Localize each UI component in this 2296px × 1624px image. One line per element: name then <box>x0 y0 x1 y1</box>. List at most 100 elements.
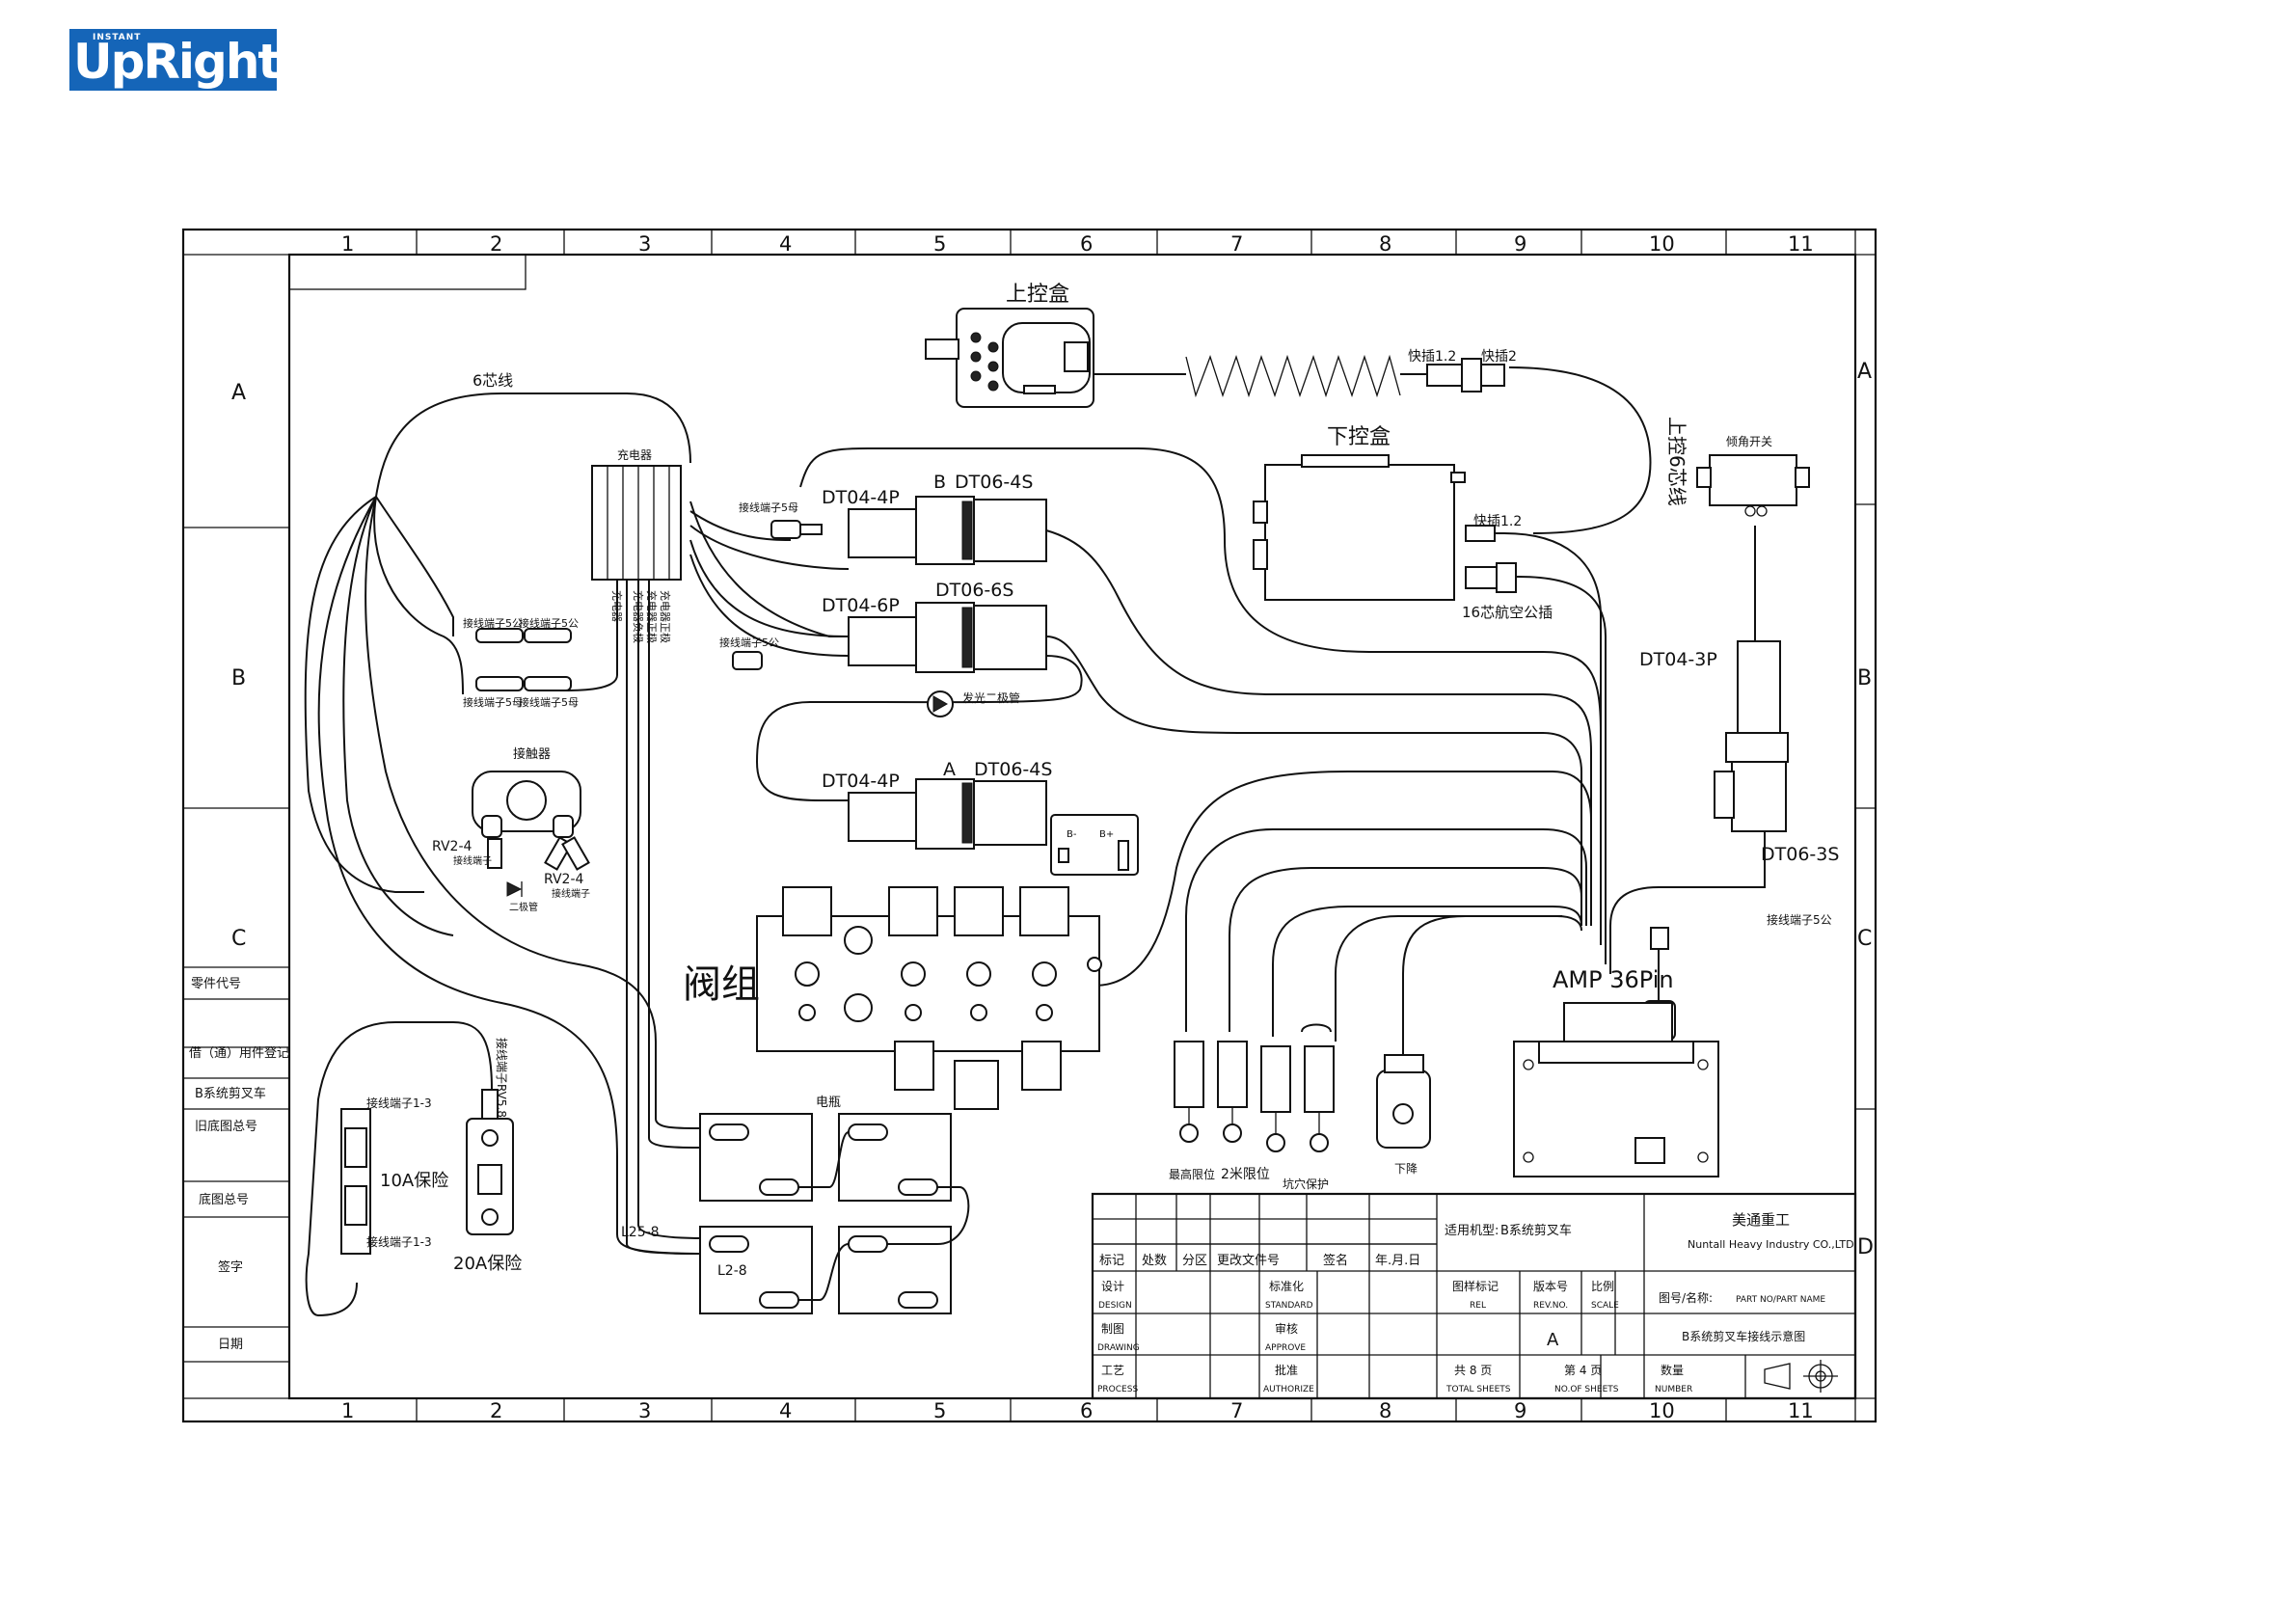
battery-label: 电瓶 <box>816 1096 841 1110</box>
quick-plug-2-label: 快插2 <box>1481 349 1517 365</box>
title-block: 适用机型: B系统剪叉车 美通重工 Nuntall Heavy Industry… <box>1091 1192 1857 1400</box>
col-label: 8 <box>1379 232 1391 256</box>
lower-control-box-label: 下控盒 <box>1327 425 1391 449</box>
limit-2-label: 2米限位 <box>1221 1167 1270 1182</box>
col-label: 6 <box>1080 1399 1093 1422</box>
dt06-3s-label: DT06-3S <box>1761 844 1839 865</box>
number-cn: 数量 <box>1661 1363 1684 1377</box>
dt04-4p-b-label: DT04-4P <box>822 487 900 508</box>
terminal-label: 接线端子5公 <box>719 636 779 649</box>
aviation-plug-label: 16芯航空公插 <box>1462 604 1553 621</box>
col-label: 11 <box>1788 232 1814 256</box>
row-label: B <box>231 666 246 690</box>
rel-en: REL <box>1470 1301 1486 1311</box>
tilt-switch-label: 倾角开关 <box>1726 435 1772 448</box>
quick-plug-1-2-label-b: 快插1.2 <box>1473 514 1522 529</box>
authorize-en: AUTHORIZE <box>1263 1385 1314 1394</box>
scale-en: SCALE <box>1591 1301 1619 1311</box>
rev-header: 分区 <box>1182 1254 1207 1268</box>
drawing-en: DRAWING <box>1097 1343 1140 1353</box>
lower-control-box: 下控盒 快插1.2 16芯航空公插 <box>1253 425 1553 621</box>
terminal-label: 接线端子5公 <box>519 616 579 630</box>
left-record-table: 零件代号 借（通）用件登记 B系统剪叉车 旧底图总号 底图总号 签字 日期 <box>183 966 289 1363</box>
diode-label: 二极管 <box>509 901 538 913</box>
row-label: D <box>1857 1235 1874 1259</box>
rev-header: 年.月.日 <box>1375 1254 1420 1268</box>
dt06-6s-label: DT06-6S <box>935 580 1013 601</box>
terminal-5-right-label: 接线端子5公 <box>1767 912 1832 927</box>
col-label: 10 <box>1649 232 1675 256</box>
projection-symbol-icon <box>1764 1360 1838 1393</box>
part-no-en: PART NO/PART NAME <box>1736 1295 1825 1305</box>
led-label: 发光二极管 <box>962 690 1020 705</box>
tilt-switch: 倾角开关 <box>1696 435 1810 517</box>
col-label: 7 <box>1230 1399 1243 1422</box>
valve-group: 阀组 <box>683 886 1102 1110</box>
lower-lamp: 下降 <box>1376 1054 1431 1176</box>
terminal-label: 接线端子5公 <box>463 616 523 630</box>
l28-label: L2-8 <box>717 1263 747 1279</box>
b-plus-label: B+ <box>1099 829 1114 840</box>
col-label: 4 <box>779 1399 792 1422</box>
standard-en: STANDARD <box>1265 1301 1313 1311</box>
connector-6p-pair: DT04-6P DT06-6S <box>822 580 1047 673</box>
upper-six-wire-label: 上控6芯线 <box>1665 417 1688 506</box>
charger-wire-label-c: 充电器正极 <box>645 590 659 643</box>
lower-lamp-label: 下降 <box>1394 1162 1418 1176</box>
col-label: 6 <box>1080 232 1093 256</box>
row-label: C <box>1857 927 1872 951</box>
limit-high-label: 最高限位 <box>1169 1167 1215 1181</box>
wires <box>304 354 1766 1317</box>
col-label: 9 <box>1514 232 1526 256</box>
left-table-cell: 借（通）用件登记 <box>189 1046 289 1061</box>
process-en: PROCESS <box>1097 1385 1138 1394</box>
col-label: 1 <box>341 232 354 256</box>
scale-cn: 比例 <box>1591 1280 1614 1293</box>
col-label: 2 <box>490 232 502 256</box>
col-label: 10 <box>1649 1399 1675 1422</box>
terminal-small-a: 接线端子 <box>453 854 492 867</box>
applicable-model-value: B系统剪叉车 <box>1500 1223 1572 1238</box>
charger: 充电器 充电器 充电器负极 充电器正极 充电器正极 <box>591 447 682 643</box>
company-name-en: Nuntall Heavy Industry CO.,LTD <box>1688 1238 1854 1251</box>
design-en: DESIGN <box>1098 1301 1132 1311</box>
rel-cn: 图样标记 <box>1452 1279 1499 1293</box>
company-name-cn: 美通重工 <box>1732 1211 1790 1229</box>
total-sheets-en: TOTAL SHEETS <box>1445 1385 1511 1394</box>
t13-label-b: 接线端子1-3 <box>366 1234 432 1249</box>
row-label: A <box>1857 360 1872 384</box>
upper-control-box-label: 上控盒 <box>1006 283 1069 307</box>
row-labels: A B C A B C D <box>231 360 1874 1259</box>
valve-group-label: 阀组 <box>683 962 760 1007</box>
batteries: 电瓶 L25-8 L2-8 <box>621 1096 970 1314</box>
column-labels-top: 1 2 3 4 5 6 7 8 9 10 11 <box>341 232 1814 256</box>
terminal-label: 接线端子5母 <box>519 695 579 709</box>
number-en: NUMBER <box>1655 1385 1692 1394</box>
terminal-label: 接线端子5母 <box>739 501 798 514</box>
rev-header: 处数 <box>1142 1254 1167 1268</box>
col-label: 1 <box>341 1399 354 1422</box>
six-core-wire-label: 6芯线 <box>473 371 513 390</box>
dt04-3p-label: DT04-3P <box>1639 649 1717 670</box>
rev-header: 签名 <box>1323 1253 1348 1268</box>
fuse-20a: 20A保险 接线端子RV5.8 <box>453 1038 522 1274</box>
fuse-10a: 10A保险 接线端子1-3 接线端子1-3 <box>340 1096 448 1255</box>
contactor: 接触器 RV2-4 接线端子 RV2-4 接线端子 二极管 <box>432 746 590 913</box>
connector-a-pair: DT04-4P A DT06-4S <box>822 759 1052 850</box>
terminal-label: 接线端子5母 <box>463 695 523 709</box>
drawing-frame <box>181 228 1877 1423</box>
part-no-cn: 图号/名称: <box>1659 1290 1713 1305</box>
drawing-cn: 制图 <box>1101 1322 1124 1336</box>
charger-wire-label-a: 充电器 <box>610 590 624 622</box>
revno-en: REV.NO. <box>1533 1301 1568 1311</box>
col-label: 4 <box>779 232 792 256</box>
total-sheets-cn: 共 8 页 <box>1454 1364 1492 1377</box>
sheet-no-cn: 第 4 页 <box>1564 1364 1602 1377</box>
col-label: 2 <box>490 1399 502 1422</box>
charger-wire-label-d: 充电器正极 <box>659 590 672 643</box>
row-label: C <box>231 927 246 951</box>
connector-dt04-3p: DT04-3P DT06-3S <box>1639 640 1839 865</box>
design-cn: 设计 <box>1101 1280 1124 1293</box>
fuse10-label: 10A保险 <box>380 1171 448 1191</box>
terminal-small-b: 接线端子 <box>552 887 590 900</box>
